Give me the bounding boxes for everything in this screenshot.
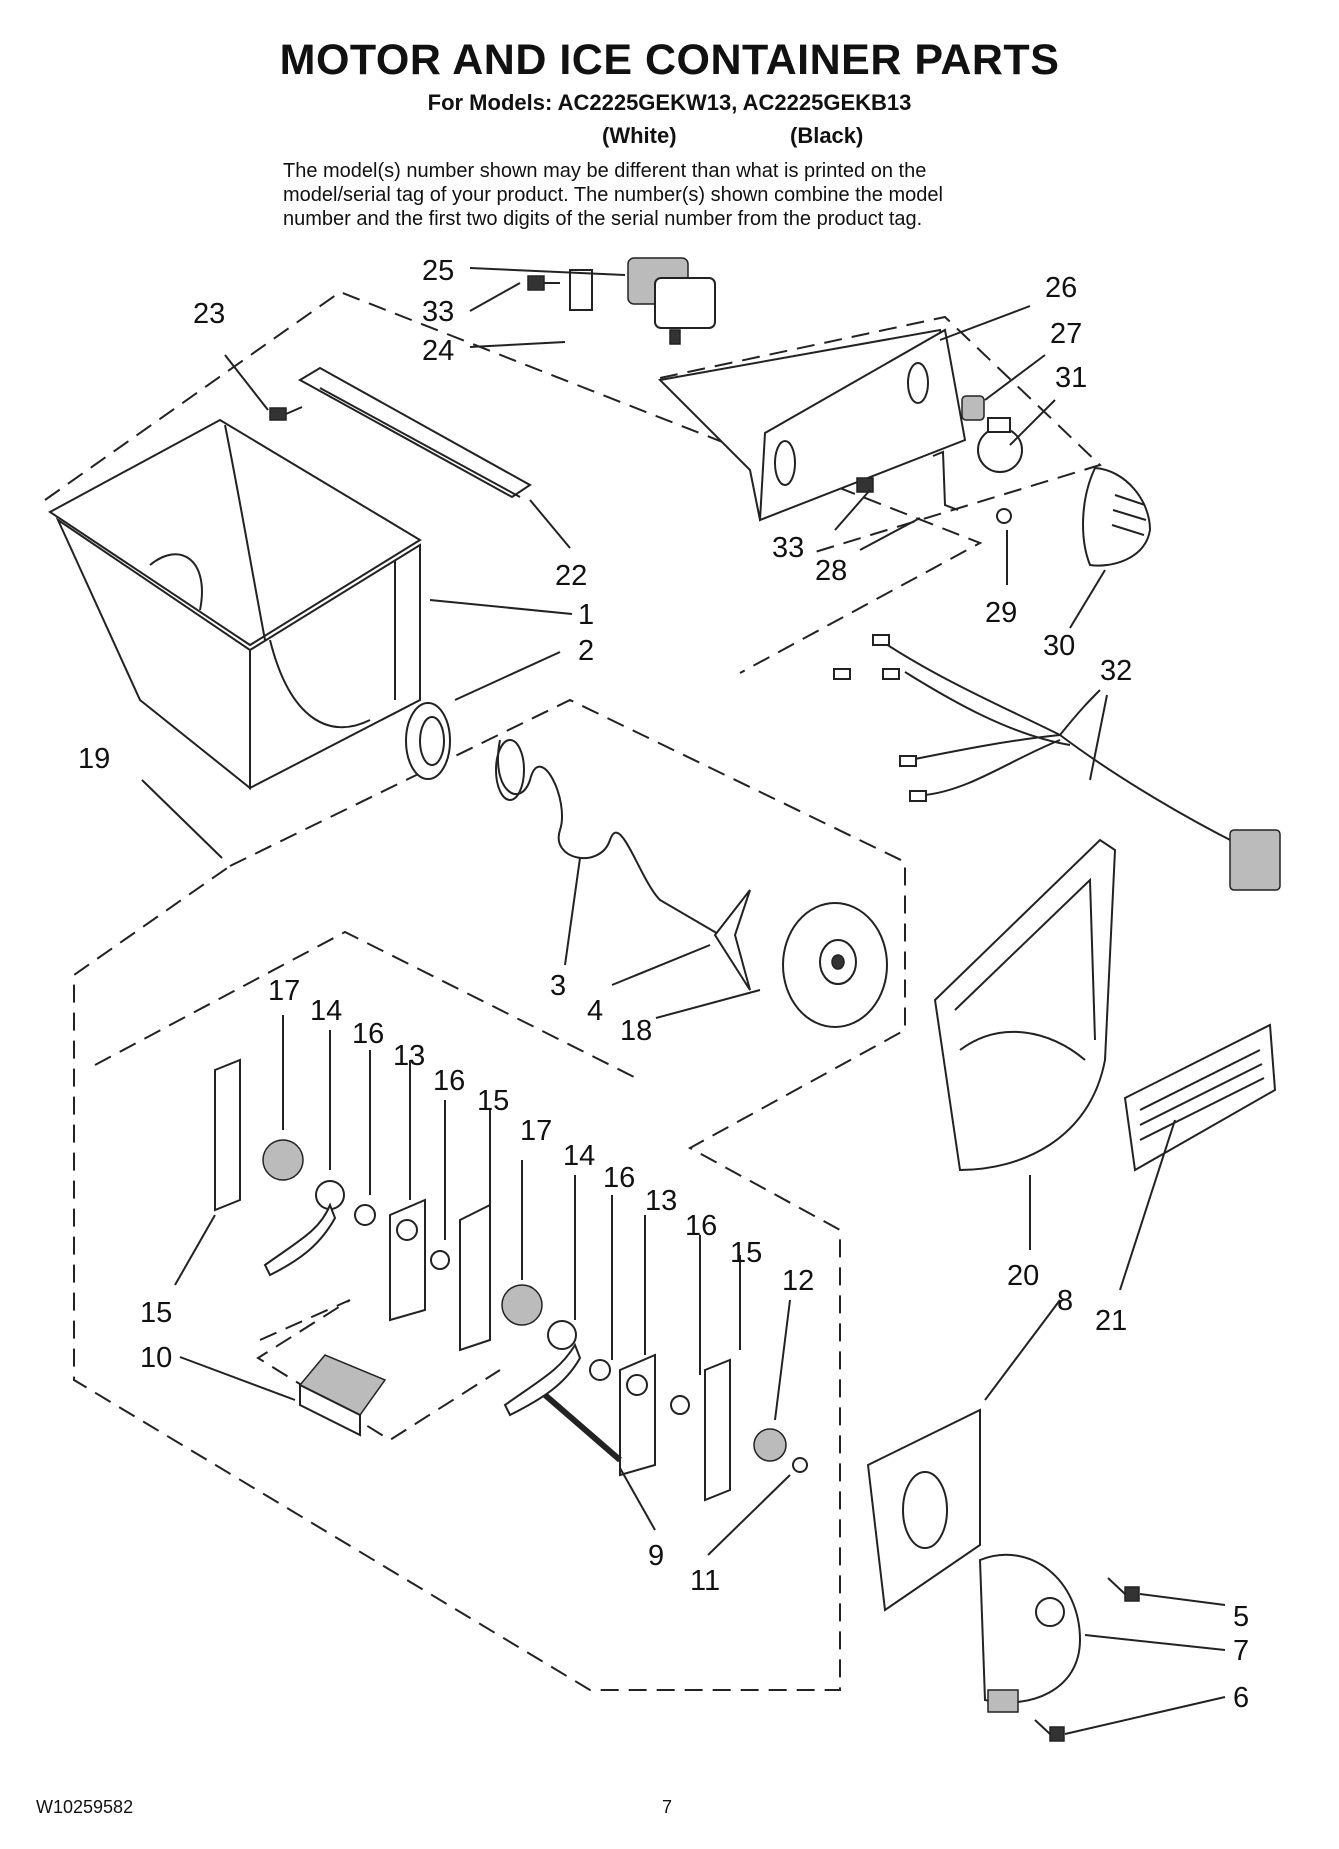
- nut-29: [996, 508, 1012, 524]
- callout-14-right: 14: [563, 1140, 595, 1172]
- callout-18: 18: [620, 1015, 652, 1047]
- ice-blade-4: [713, 889, 751, 991]
- auger-drive-cup-2: [405, 702, 451, 780]
- intro-line-2: model/serial tag of your product. The nu…: [283, 184, 943, 206]
- callout-2: 2: [578, 635, 594, 667]
- callout-14-left: 14: [310, 995, 342, 1027]
- crusher-right-stack: [503, 1342, 808, 1502]
- screw-23: [269, 406, 303, 421]
- callout-22: 22: [555, 560, 587, 592]
- grille-21: [1123, 1023, 1277, 1172]
- blade-guide-line: [256, 1299, 501, 1442]
- callout-30: 30: [1043, 630, 1075, 662]
- crusher-left-stack: [214, 1058, 577, 1352]
- leader-lines: [141, 267, 1226, 1735]
- callout-17-right: 17: [520, 1115, 552, 1147]
- lamp-socket-27: [961, 395, 985, 421]
- callout-4: 4: [587, 995, 603, 1027]
- callout-1: 1: [578, 599, 594, 631]
- callout-6: 6: [1233, 1682, 1249, 1714]
- crusher-blade-outline: [94, 930, 641, 1081]
- container-rail-part: [297, 366, 532, 499]
- light-bulb-31: [977, 417, 1023, 473]
- callout-11: 11: [690, 1565, 720, 1597]
- callout-23: 23: [193, 298, 225, 330]
- callout-15-c: 15: [140, 1297, 172, 1329]
- auger-bearing-18: [782, 902, 888, 1028]
- callout-17-left: 17: [268, 975, 300, 1007]
- callout-13-right: 13: [645, 1185, 677, 1217]
- callout-numbers: 25 33 24 23 26 27 31 22 33 28 29 30 1 2 …: [78, 255, 1249, 1714]
- callout-15-b: 15: [730, 1237, 762, 1269]
- model-numbers: For Models: AC2225GEKW13, AC2225GEKB13: [427, 90, 912, 115]
- motor-part: [627, 257, 716, 345]
- motor-assembly-outline: [44, 290, 983, 674]
- callout-9: 9: [648, 1540, 664, 1572]
- callout-10: 10: [140, 1342, 172, 1374]
- color-label-white: (White): [602, 123, 677, 148]
- callout-16-b: 16: [433, 1065, 465, 1097]
- ice-container-part: [48, 418, 422, 791]
- callout-12: 12: [782, 1265, 814, 1297]
- callout-28: 28: [815, 555, 847, 587]
- page-title: MOTOR AND ICE CONTAINER PARTS: [279, 36, 1060, 84]
- callout-33-top: 33: [422, 296, 454, 328]
- screw-33-top: [527, 275, 560, 291]
- intro-paragraph: The model(s) number shown may be differe…: [283, 159, 1083, 231]
- callout-33-lower: 33: [772, 532, 804, 564]
- callout-8: 8: [1057, 1285, 1073, 1317]
- auger-3: [495, 739, 721, 936]
- callout-3: 3: [550, 970, 566, 1002]
- callout-26: 26: [1045, 272, 1077, 304]
- callout-32: 32: [1100, 655, 1132, 687]
- callout-24: 24: [422, 335, 454, 367]
- callout-15-a: 15: [477, 1085, 509, 1117]
- mount-plate-8: [866, 1408, 981, 1612]
- auger-group-outline: [73, 698, 906, 1691]
- callout-13-left: 13: [393, 1040, 425, 1072]
- wire-harness-part: [833, 634, 1281, 891]
- callout-16-c: 16: [603, 1162, 635, 1194]
- callout-16-a: 16: [352, 1018, 384, 1050]
- bracket-28: [932, 450, 959, 511]
- callout-25: 25: [422, 255, 454, 287]
- document-code: W10259582: [36, 1797, 134, 1817]
- bracket-24: [569, 269, 593, 311]
- callout-7: 7: [1233, 1635, 1249, 1667]
- callout-19: 19: [78, 743, 110, 775]
- callout-5: 5: [1233, 1601, 1249, 1633]
- screw-5: [1107, 1577, 1140, 1602]
- blade-block-10: [298, 1354, 387, 1437]
- color-label-black: (Black): [790, 123, 864, 148]
- shaft-9: [543, 1392, 622, 1463]
- callout-21: 21: [1095, 1305, 1127, 1337]
- callout-20: 20: [1007, 1260, 1039, 1292]
- intro-line-1: The model(s) number shown may be differe…: [283, 160, 927, 182]
- callout-27: 27: [1050, 318, 1082, 350]
- callout-31: 31: [1055, 362, 1087, 394]
- page-number: 7: [662, 1797, 673, 1817]
- motor-housing-part: [657, 328, 967, 522]
- intro-line-3: number and the first two digits of the s…: [283, 208, 923, 230]
- auger-motor-7: [978, 1553, 1082, 1713]
- housing-group-outline: [659, 315, 1102, 553]
- light-cover-30: [1082, 466, 1152, 567]
- screw-6: [1034, 1719, 1065, 1742]
- screw-33-lower: [856, 477, 874, 493]
- dispenser-cover-20: [933, 838, 1117, 1172]
- callout-16-d: 16: [685, 1210, 717, 1242]
- callout-29: 29: [985, 597, 1017, 629]
